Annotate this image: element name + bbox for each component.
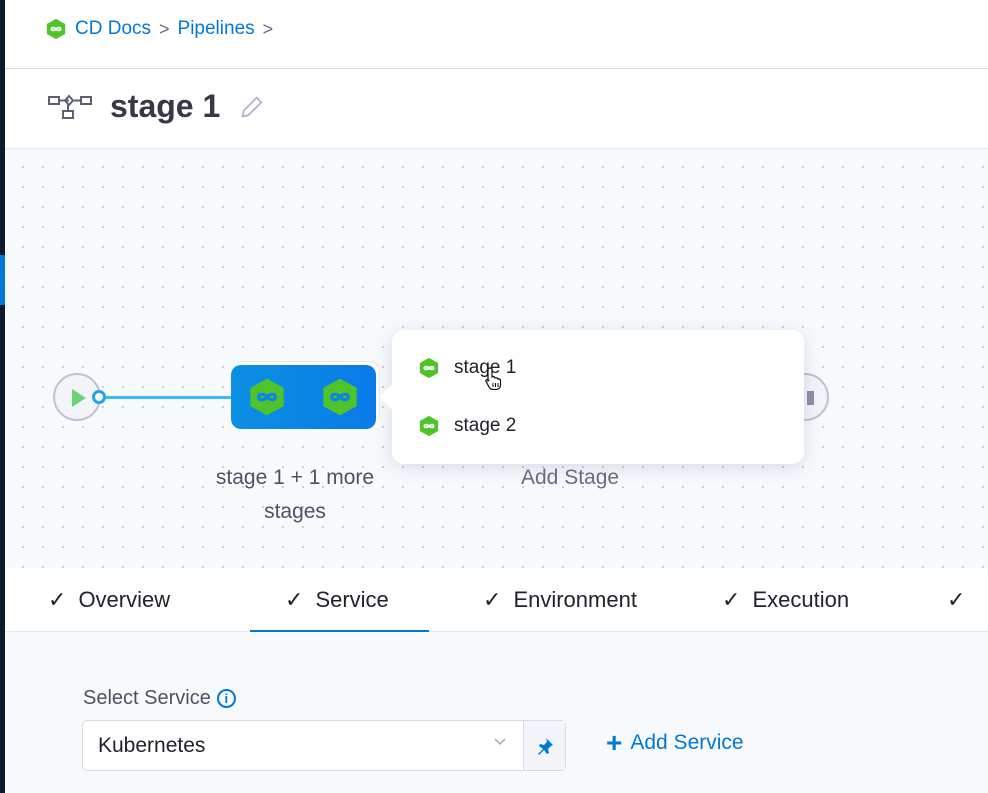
tab-environment[interactable]: ✓ Environment	[483, 568, 637, 632]
edit-pencil-icon[interactable]	[238, 93, 266, 121]
add-service-label: Add Service	[630, 731, 744, 754]
check-icon: ✓	[48, 587, 67, 612]
tab-service[interactable]: ✓ Service	[250, 568, 429, 633]
service-select[interactable]: Kubernetes	[82, 720, 566, 771]
select-service-label: Select Service i	[83, 687, 236, 710]
page-title: stage 1	[110, 88, 221, 124]
connector-port[interactable]	[92, 390, 106, 404]
add-service-button[interactable]: + Add Service	[606, 727, 744, 758]
pin-icon	[537, 737, 553, 755]
deploy-stage-icon	[323, 378, 357, 416]
tab-label: Overview	[78, 587, 171, 612]
tab-execution[interactable]: ✓ Execution	[722, 568, 849, 632]
nav-active-indicator	[0, 255, 5, 305]
play-icon	[72, 389, 86, 407]
popup-item-stage-2[interactable]: stage 2	[418, 414, 516, 438]
check-icon: ✓	[722, 587, 741, 612]
deploy-stage-icon	[250, 378, 284, 416]
stop-icon	[807, 391, 814, 405]
page-header: stage 1	[48, 88, 266, 125]
deploy-stage-icon	[419, 357, 439, 379]
popup-item-stage-1[interactable]: stage 1	[418, 356, 516, 380]
add-stage-label[interactable]: Add Stage	[521, 466, 620, 489]
stage-group-label: stage 1 + 1 more stages	[215, 466, 375, 523]
divider	[5, 68, 988, 69]
tab-label: Execution	[752, 587, 850, 612]
breadcrumb-pipelines[interactable]: Pipelines	[177, 18, 255, 39]
tab-label: Environment	[513, 587, 637, 612]
chevron-down-icon[interactable]	[493, 737, 507, 747]
check-icon: ✓	[483, 587, 502, 612]
stage-tabs: ✓ Overview ✓ Service ✓ Environment ✓ Executi…	[5, 568, 988, 633]
field-label: Select Service	[83, 687, 211, 709]
check-icon: ✓	[285, 587, 304, 612]
chevron-right-icon: >	[159, 18, 170, 39]
popup-item-label: stage 2	[454, 415, 517, 436]
cd-module-icon	[46, 18, 66, 40]
service-select-value: Kubernetes	[98, 734, 206, 757]
deploy-stage-icon	[419, 415, 439, 437]
chevron-right-icon: >	[262, 18, 274, 39]
tab-label: Service	[315, 587, 389, 612]
stage-group-popup: stage 1 stage 2	[379, 330, 804, 464]
breadcrumb-cd-docs[interactable]: CD Docs	[75, 18, 152, 39]
info-icon[interactable]: i	[216, 689, 236, 708]
check-icon: ✓	[947, 587, 966, 612]
popup-item-label: stage 1	[454, 357, 517, 378]
tab-overview[interactable]: ✓ Overview	[48, 568, 170, 632]
plus-icon: +	[606, 727, 623, 758]
pin-button[interactable]	[523, 721, 565, 770]
left-nav-strip	[0, 0, 5, 793]
stage-group-node[interactable]	[231, 365, 376, 429]
connector-line	[106, 396, 234, 399]
hand-cursor-icon	[485, 367, 502, 390]
pipeline-stage-icon	[48, 93, 92, 119]
breadcrumb: CD Docs > Pipelines >	[45, 18, 273, 40]
tab-more[interactable]: ✓	[947, 568, 965, 632]
